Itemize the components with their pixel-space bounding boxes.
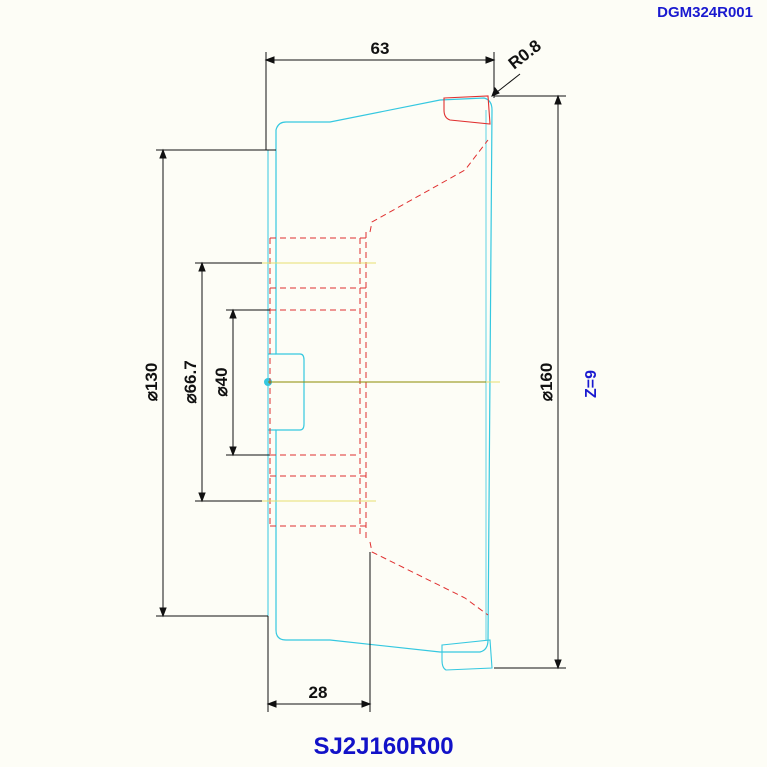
dim-radius: R0.8 bbox=[505, 36, 545, 73]
tooth-detail bbox=[441, 95, 493, 671]
outer-profile bbox=[275, 97, 493, 653]
dim-width-hub: 28 bbox=[309, 683, 328, 702]
bolt-centerlines bbox=[262, 262, 500, 502]
drawing-code: DGM324R001 bbox=[657, 4, 753, 21]
part-outline bbox=[264, 97, 493, 653]
hidden-lower-chamfer bbox=[369, 541, 489, 616]
tooth-top bbox=[443, 95, 491, 125]
part-number: SJ2J160R00 bbox=[313, 733, 454, 760]
dim-dia-body: ⌀130 bbox=[142, 363, 161, 402]
dimension-lines bbox=[156, 52, 566, 712]
hidden-upper-chamfer bbox=[369, 139, 489, 233]
dim-width-total: 63 bbox=[371, 39, 390, 58]
teeth-count: Z=9 bbox=[583, 370, 600, 398]
hidden-lines bbox=[269, 139, 489, 616]
dim-dia-bore: ⌀40 bbox=[212, 367, 231, 396]
tooth-bottom bbox=[441, 639, 493, 671]
dim-dia-pcd: ⌀66.7 bbox=[181, 360, 200, 403]
dim-dia-outer: ⌀160 bbox=[537, 363, 556, 402]
